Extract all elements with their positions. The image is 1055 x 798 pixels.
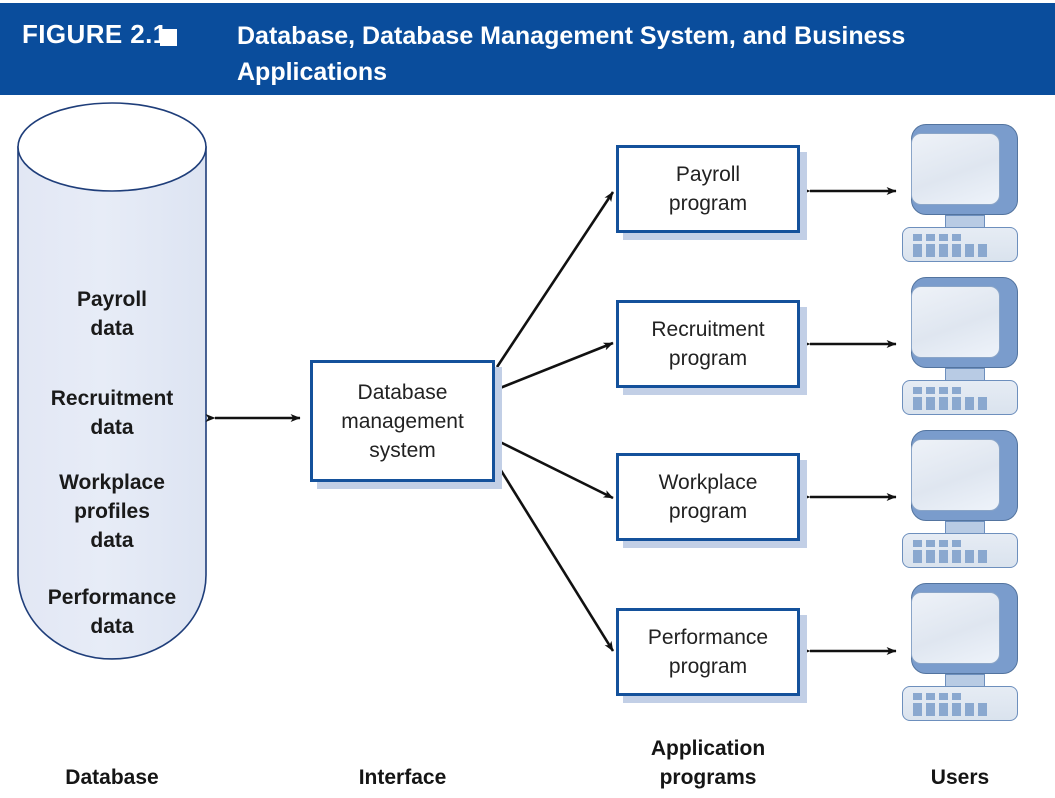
arrow-dbms-performance — [488, 453, 615, 652]
keyboard-icon — [902, 533, 1018, 568]
diagram-vector-layer — [17, 102, 897, 660]
figure-header-banner: FIGURE 2.1 Database, Database Management… — [0, 3, 1055, 95]
figure-number-label: FIGURE 2.1 — [22, 19, 168, 49]
caption-application-programs-line1: Application — [650, 737, 766, 760]
monitor-screen — [911, 439, 1000, 511]
dbms-label-line3: system — [369, 438, 436, 462]
monitor-screen — [911, 286, 1000, 358]
workplace-program-box[interactable]: Workplace program — [616, 453, 800, 541]
arrow-dbms-workplace — [489, 434, 614, 500]
dbms-label-line1: Database — [357, 380, 448, 404]
user-computer-4[interactable] — [902, 583, 1018, 721]
db-item-workplace-line1: Workplace — [59, 471, 165, 494]
workplace-program-line2: program — [668, 500, 748, 523]
db-item-workplace-line3: data — [90, 529, 134, 552]
database-cylinder-shape — [17, 102, 207, 660]
performance-program-line2: program — [668, 655, 748, 678]
user-computer-1[interactable] — [902, 124, 1018, 262]
dbms-box[interactable]: Database management system — [310, 360, 495, 482]
db-item-recruitment: Recruitment data — [18, 384, 206, 442]
db-item-payroll: Payroll data — [18, 285, 206, 343]
database-contents: Payroll data Recruitment data Workplace … — [18, 117, 206, 677]
caption-users: Users — [930, 766, 990, 789]
payroll-program-box[interactable]: Payroll program — [616, 145, 800, 233]
recruitment-program-line1: Recruitment — [651, 318, 765, 341]
user-computer-3[interactable] — [902, 430, 1018, 568]
payroll-program-line1: Payroll — [675, 163, 741, 186]
user-computer-2[interactable] — [902, 277, 1018, 415]
keyboard-icon — [902, 227, 1018, 262]
db-item-performance-line2: data — [90, 615, 134, 638]
payroll-program-line2: program — [668, 192, 748, 215]
performance-program-line1: Performance — [647, 626, 769, 649]
monitor-screen — [911, 133, 1000, 205]
db-item-payroll-line2: data — [90, 317, 134, 340]
db-item-recruitment-line2: data — [90, 416, 134, 439]
db-item-payroll-line1: Payroll — [76, 288, 148, 311]
recruitment-program-box[interactable]: Recruitment program — [616, 300, 800, 388]
arrow-dbms-recruitment — [489, 341, 614, 396]
dbms-label-line2: management — [341, 409, 464, 433]
db-item-recruitment-line1: Recruitment — [50, 387, 174, 410]
diagram-canvas: Payroll data Recruitment data Workplace … — [0, 95, 1055, 798]
keyboard-icon — [902, 686, 1018, 721]
workplace-program-line1: Workplace — [658, 471, 758, 494]
keyboard-icon — [902, 380, 1018, 415]
caption-interface: Interface — [358, 766, 447, 789]
performance-program-box[interactable]: Performance program — [616, 608, 800, 696]
db-item-workplace-line2: profiles — [74, 500, 150, 523]
db-item-performance: Performance data — [18, 583, 206, 641]
db-item-performance-line1: Performance — [47, 586, 177, 609]
monitor-screen — [911, 592, 1000, 664]
caption-database: Database — [65, 766, 159, 789]
caption-application-programs-line2: programs — [659, 766, 757, 789]
arrow-dbms-payroll — [488, 191, 615, 378]
recruitment-program-line2: program — [668, 347, 748, 370]
caption-application-programs: Application programs — [616, 734, 800, 792]
square-marker-icon — [160, 29, 177, 46]
figure-title: Database, Database Management System, an… — [237, 22, 906, 86]
db-item-workplace: Workplace profiles data — [18, 468, 206, 555]
